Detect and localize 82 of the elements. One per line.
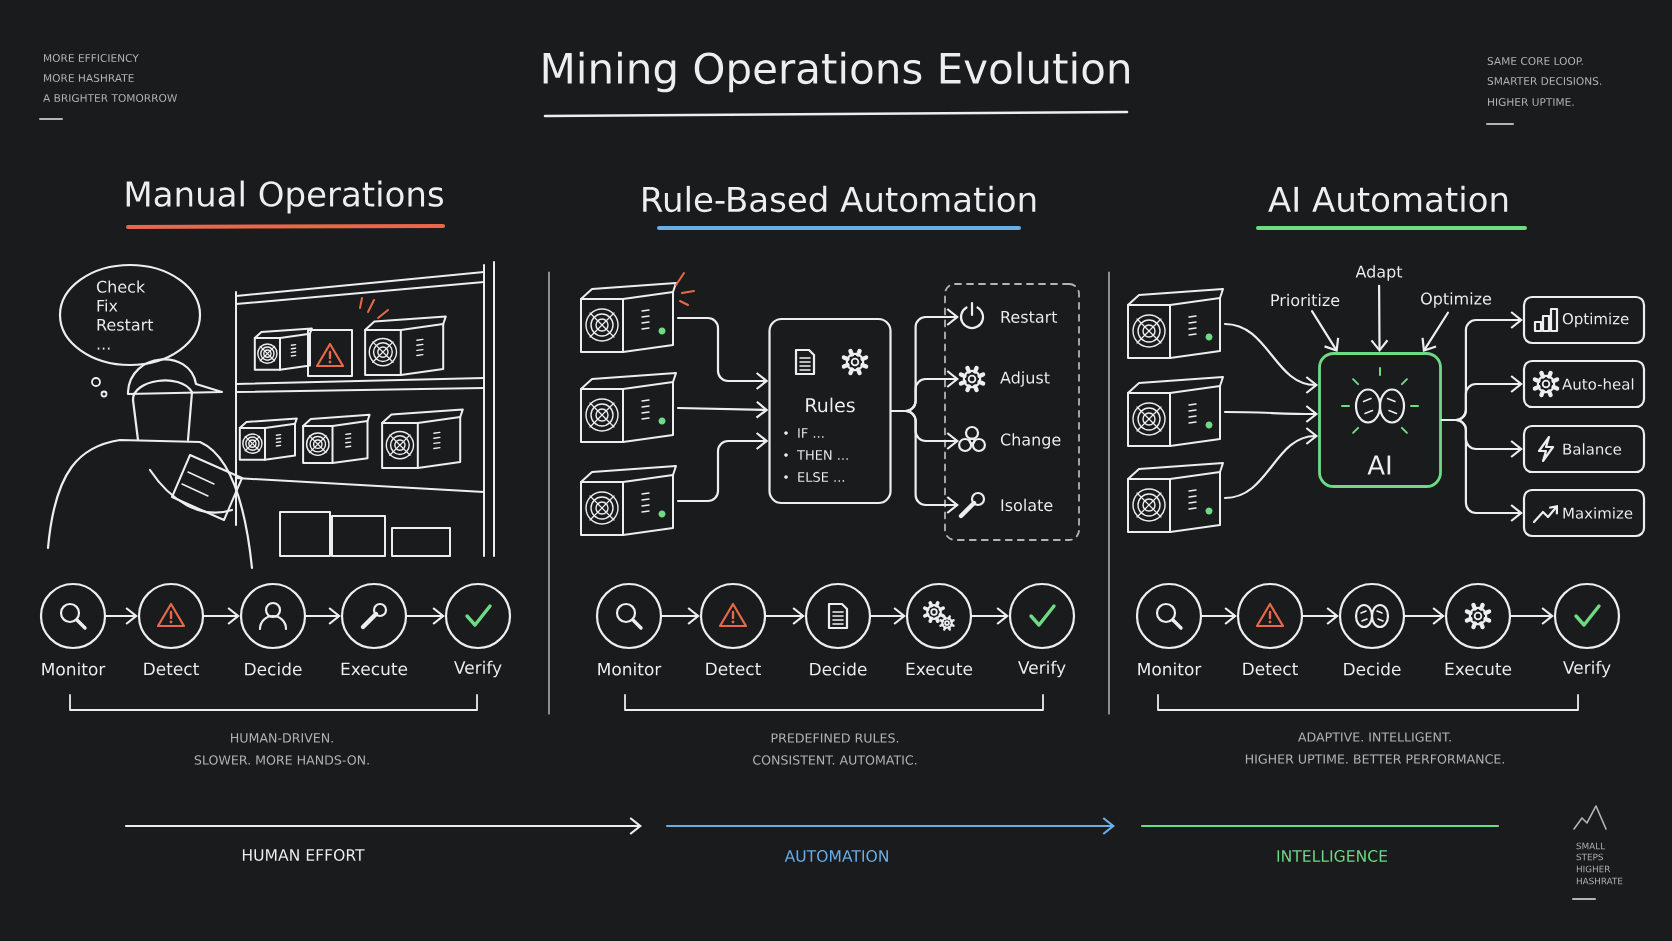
side-note: SMALL	[1576, 842, 1605, 850]
arrow	[1370, 284, 1389, 353]
node-label: Verify	[454, 660, 502, 678]
panel-caption: HIGHER UPTIME. BETTER PERFORMANCE.	[1245, 754, 1504, 764]
miner-drawing	[580, 465, 677, 536]
arrow	[406, 607, 445, 625]
node-label: Detect	[1243, 662, 1298, 676]
miner-drawing	[1127, 376, 1224, 447]
arrow	[1302, 607, 1339, 625]
rules-box: Rules IF ... THEN ... ELSE ...	[768, 317, 892, 505]
node-label: Monitor	[598, 662, 662, 676]
arrow	[765, 607, 805, 625]
panel-heading: Rule-Based Automation	[643, 185, 1036, 213]
miner-drawing	[1127, 288, 1224, 359]
panel-heading: Manual Operations	[126, 180, 443, 214]
side-note: HIGHER UPTIME.	[1488, 98, 1574, 106]
arrow	[203, 607, 240, 625]
arrow	[870, 607, 906, 625]
side-note: HIGHER	[1576, 865, 1611, 873]
miner-drawing	[1127, 462, 1224, 533]
arrow	[1440, 418, 1523, 522]
diagram-title: Mining Operations Evolution	[543, 51, 1129, 93]
panel-caption: PREDEFINED RULES.	[771, 733, 899, 743]
panel-caption: ADAPTIVE. INTELLIGENT.	[1298, 732, 1451, 742]
arrow	[676, 432, 769, 503]
arrow	[1223, 427, 1319, 500]
output-box: Optimize	[1522, 295, 1646, 345]
stage-label: AUTOMATION	[784, 850, 888, 862]
miner-drawing	[580, 272, 695, 353]
side-note: HASHRATE	[1576, 877, 1623, 885]
node-label: Decide	[1344, 662, 1401, 676]
arrow	[1310, 310, 1340, 353]
node-label: Verify	[1563, 660, 1611, 678]
input-label: Adapt	[1355, 265, 1403, 281]
action-item: Adjust	[1000, 371, 1050, 387]
arrow	[1223, 322, 1319, 394]
arrow	[971, 607, 1009, 625]
ai-box: AI	[1318, 352, 1442, 488]
arrow	[1421, 311, 1450, 353]
node-label: Verify	[1018, 660, 1066, 678]
stage-label: HUMAN EFFORT	[242, 849, 365, 861]
input-label: Prioritize	[1271, 293, 1340, 307]
arrow	[105, 607, 138, 625]
arrow	[890, 409, 959, 514]
node-label: Monitor	[42, 662, 106, 676]
side-note: A BRIGHTER TOMORROW	[43, 94, 177, 102]
arrow	[676, 316, 769, 390]
output-box: Auto-heal	[1522, 359, 1646, 409]
input-label: Optimize	[1421, 292, 1492, 308]
side-note: SAME CORE LOOP.	[1487, 57, 1583, 65]
node-label: Execute	[341, 662, 408, 676]
panel-caption: HUMAN-DRIVEN.	[231, 733, 333, 743]
arrow	[1201, 607, 1237, 625]
node-label: Decide	[245, 662, 302, 676]
action-item: Change	[1000, 433, 1061, 449]
miner-drawing	[580, 372, 677, 443]
side-note: MORE EFFICIENCY	[44, 54, 139, 62]
output-box: Maximize	[1522, 488, 1646, 538]
output-box: Balance	[1522, 424, 1646, 474]
node-label: Detect	[144, 662, 199, 676]
action-item: Restart	[1001, 311, 1058, 323]
node-label: Detect	[706, 662, 761, 676]
node-label: Monitor	[1138, 662, 1202, 676]
arrow	[676, 400, 769, 419]
node-label: Decide	[810, 662, 867, 676]
arrow	[1404, 607, 1445, 625]
arrow	[1510, 607, 1554, 625]
arrow	[661, 607, 700, 625]
node-label: Execute	[906, 662, 973, 676]
stage-label: INTELLIGENCE	[1277, 850, 1387, 862]
arrow	[1223, 405, 1319, 423]
side-note: MORE HASHRATE	[44, 74, 134, 82]
node-label: Execute	[1445, 662, 1512, 676]
action-item: Isolate	[1001, 498, 1053, 512]
dashed-box	[944, 283, 1080, 541]
side-note: SMARTER DECISIONS.	[1487, 77, 1602, 85]
panel-heading: AI Automation	[1268, 185, 1508, 213]
speech-bubble: Check Fix Restart ...	[58, 263, 202, 398]
panel-caption: SLOWER. MORE HANDS-ON.	[194, 755, 369, 765]
arrow	[305, 607, 341, 625]
side-note: STEPS	[1576, 853, 1603, 861]
panel-caption: CONSISTENT. AUTOMATIC.	[753, 755, 917, 765]
